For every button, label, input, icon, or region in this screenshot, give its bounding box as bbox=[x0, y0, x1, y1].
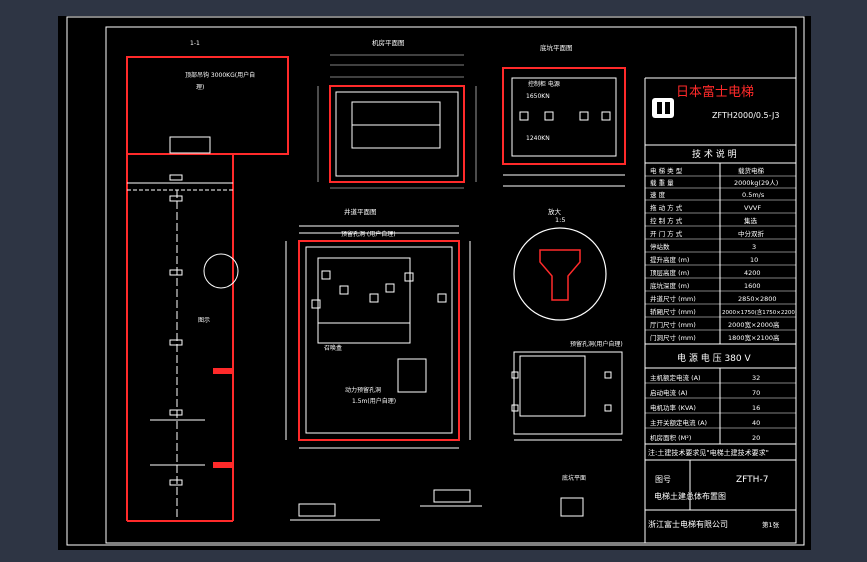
top-hook-note-2: 理) bbox=[196, 84, 204, 91]
hoistway-parts bbox=[285, 225, 471, 449]
spec-value: 2850×2800 bbox=[738, 295, 777, 303]
spec-label: 轿厢尺寸 (mm) bbox=[650, 307, 696, 316]
spec-label: 停站数 bbox=[650, 242, 670, 251]
power-label: 机房面积 (M²) bbox=[650, 433, 691, 442]
spec-label: 底坑深度 (m) bbox=[650, 281, 689, 290]
opening-note: 动力预留孔洞 bbox=[345, 386, 381, 394]
spec-label: 提升高度 (m) bbox=[650, 255, 689, 264]
shaft-note-b: 预留孔洞(用户自理) bbox=[570, 340, 623, 348]
spec-value: 2000kg(29人) bbox=[734, 179, 778, 187]
spec-rows: 电 梯 类 型 载货电梯 载 重 量 2000kg(29人) 速 度 0.5m/… bbox=[650, 166, 797, 342]
fuji-logo bbox=[652, 98, 674, 118]
hoistway-plan bbox=[298, 240, 460, 441]
shaft-wall-note: 预留孔洞 (用户自理) bbox=[341, 230, 396, 238]
voltage-heading: 电 源 电 压 380 V bbox=[677, 352, 751, 364]
spec-value: 1800宽×2100高 bbox=[728, 333, 780, 342]
pit-detail-plan bbox=[511, 351, 623, 441]
spec-value: 2000×1750(含1750×2200) bbox=[722, 308, 797, 316]
title-block bbox=[644, 77, 796, 543]
power-value: 16 bbox=[752, 404, 760, 412]
spec-value: VVVF bbox=[744, 204, 761, 212]
detail-label: 放大 bbox=[548, 207, 562, 216]
spec-value: 载货电梯 bbox=[738, 166, 765, 175]
footer-company: 浙江富士电梯有限公司 bbox=[648, 519, 728, 529]
elevation-walls-small bbox=[213, 368, 233, 468]
hook-rating-2: 1240KN bbox=[526, 135, 550, 142]
power-label: 电机功率 (KVA) bbox=[650, 403, 696, 412]
power-value: 20 bbox=[752, 434, 760, 442]
drawing-no-label: 图号 bbox=[655, 475, 671, 484]
spec-label: 厅门尺寸 (mm) bbox=[650, 320, 696, 329]
inner-frame bbox=[105, 26, 797, 544]
machine-room-plan-title: 机房平面图 bbox=[372, 38, 405, 47]
paper bbox=[58, 16, 811, 550]
company-title: 日本富士电梯 bbox=[676, 84, 754, 100]
detail-circle bbox=[513, 227, 607, 321]
spec-label: 门洞尺寸 (mm) bbox=[650, 333, 696, 342]
spec-value: 3 bbox=[752, 243, 756, 251]
spec-value: 中分双折 bbox=[738, 229, 765, 238]
spec-label: 井道尺寸 (mm) bbox=[650, 294, 696, 303]
model-code: ZFTH2000/0.5-J3 bbox=[712, 111, 779, 120]
scale-note: 1:5 bbox=[555, 216, 565, 224]
power-value: 32 bbox=[752, 374, 760, 382]
spec-value: 集选 bbox=[744, 216, 758, 225]
spec-row-lines bbox=[645, 175, 796, 429]
pit-plan-title: 底坑平面图 bbox=[540, 43, 573, 52]
drawing-title: 电梯土建总体布置图 bbox=[654, 491, 726, 501]
spec-value: 2000宽×2000高 bbox=[728, 320, 780, 329]
drawing-no: ZFTH-7 bbox=[736, 475, 768, 485]
top-hook-note: 顶部吊钩 3000KG(用户自 bbox=[185, 71, 255, 79]
spec-label: 顶层高度 (m) bbox=[650, 268, 689, 277]
power-rows: 主机额定电流 (A) 32 启动电流 (A) 70 电机功率 (KVA) 16 … bbox=[650, 373, 760, 442]
power-box-note: 控制柜 电源 bbox=[528, 80, 560, 88]
pit-plan bbox=[502, 67, 626, 165]
hoistway-plan-title: 井道平面图 bbox=[344, 207, 377, 216]
spec-label: 电 梯 类 型 bbox=[650, 166, 683, 175]
section-elevation bbox=[126, 56, 289, 522]
spec-label: 拖 动 方 式 bbox=[650, 203, 683, 212]
power-label: 主开关额定电流 (A) bbox=[650, 418, 707, 427]
power-label: 主机额定电流 (A) bbox=[650, 373, 701, 382]
spec-label: 速 度 bbox=[650, 190, 666, 199]
power-label: 启动电流 (A) bbox=[650, 388, 688, 397]
hook-rating: 1650KN bbox=[526, 93, 550, 100]
note: 注:土建技术要求见"电梯土建技术要求" bbox=[648, 448, 769, 457]
detail-buffer: 底坑平面 bbox=[562, 474, 586, 482]
sheet-number: 第1张 bbox=[762, 520, 780, 529]
hall-button-note: 召唤盒 bbox=[324, 344, 342, 352]
elevation-note: 图示 bbox=[198, 317, 210, 324]
spec-label: 载 重 量 bbox=[650, 178, 674, 187]
small-details bbox=[290, 489, 584, 521]
power-value: 70 bbox=[752, 389, 760, 397]
elevation-guides bbox=[150, 136, 211, 519]
outer-frame bbox=[66, 16, 805, 546]
machine-room-plan bbox=[329, 85, 465, 183]
spec-value: 10 bbox=[750, 256, 758, 264]
spec-value: 0.5m/s bbox=[742, 191, 765, 199]
spec-value: 1600 bbox=[744, 282, 761, 290]
machine-dims bbox=[317, 54, 477, 189]
section-label: 1-1 bbox=[190, 40, 200, 47]
spec-heading: 技 术 说 明 bbox=[692, 148, 737, 160]
opening-note-2: 1.5m(用户自理) bbox=[352, 397, 396, 405]
spec-label: 开 门 方 式 bbox=[650, 229, 683, 238]
spec-value: 4200 bbox=[744, 269, 761, 277]
spec-label: 控 制 方 式 bbox=[650, 216, 683, 225]
pit-parts bbox=[503, 111, 625, 187]
power-value: 40 bbox=[752, 419, 760, 427]
